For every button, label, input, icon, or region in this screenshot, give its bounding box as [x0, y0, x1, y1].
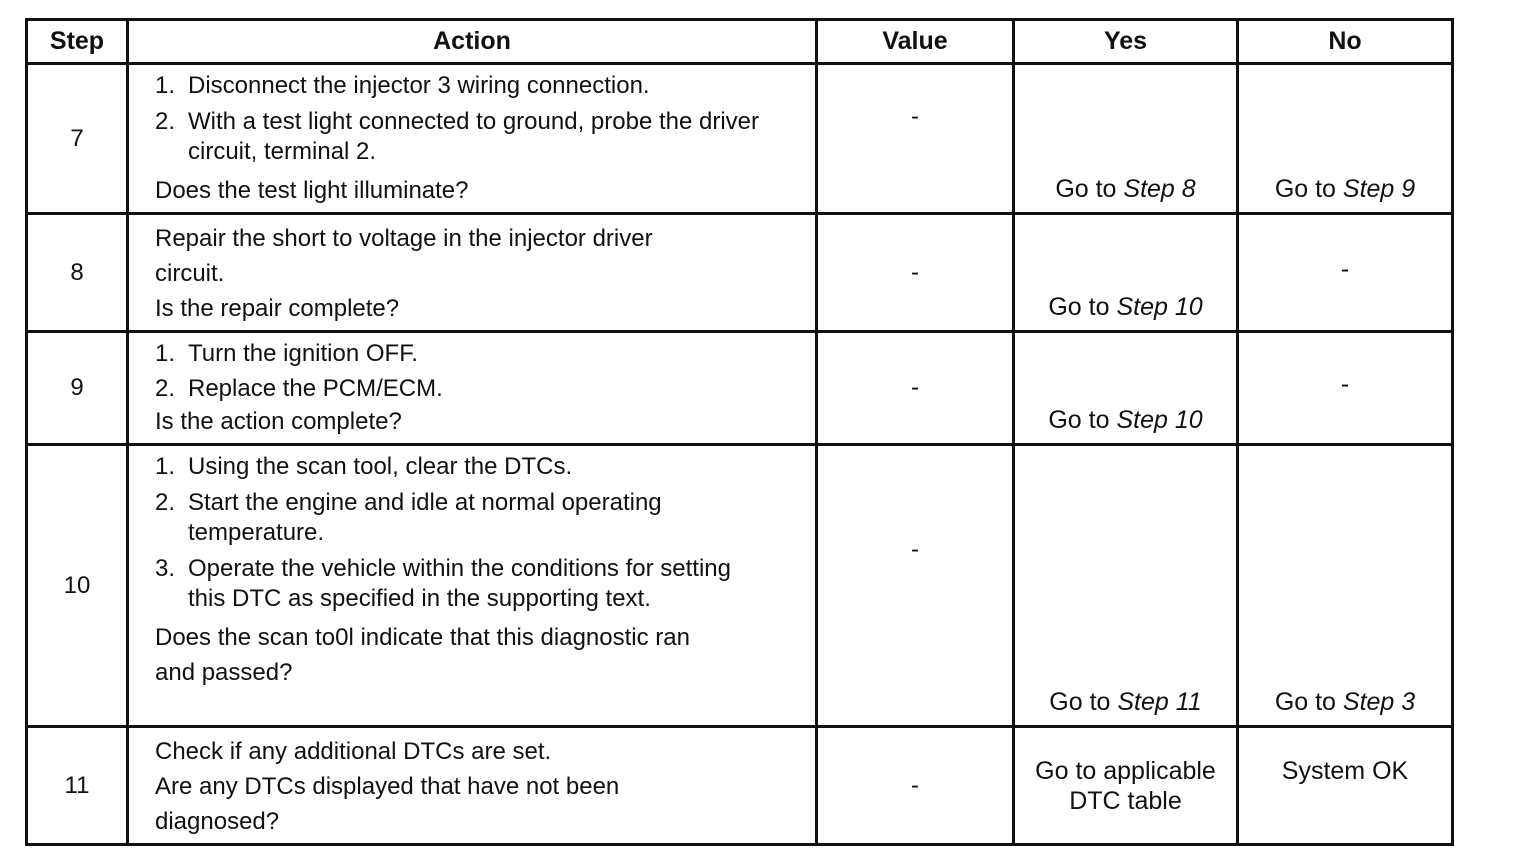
header-yes: Yes — [1012, 18, 1239, 65]
yes-prefix: Go to — [1049, 688, 1118, 716]
no-cell: - — [1236, 212, 1454, 333]
item-text: Disconnect the injector 3 wiring connect… — [188, 72, 650, 99]
list-item: 1. Using the scan tool, clear the DTCs. — [155, 452, 807, 482]
yes-step-link[interactable]: Step 10 — [1116, 406, 1203, 434]
item-number: 3. — [155, 555, 176, 582]
header-action: Action — [126, 18, 818, 65]
value-cell: - — [815, 330, 1015, 446]
action-list: 1. Disconnect the injector 3 wiring conne… — [155, 71, 807, 167]
value-cell: - — [815, 725, 1015, 846]
table-row-step-7: 7 1. Disconnect the injector 3 wiring con… — [25, 62, 1454, 215]
question-line: and passed? — [155, 659, 293, 686]
no-cell: - — [1236, 330, 1454, 446]
action-line: circuit. — [155, 260, 225, 287]
item-text: Using the scan tool, clear the DTCs. — [188, 453, 573, 480]
question-text: Is the action complete? — [155, 408, 402, 435]
question-text: Is the repair complete? — [155, 295, 400, 322]
item-text: Operate the vehicle within the condition… — [188, 555, 731, 612]
yes-step-link[interactable]: Step 11 — [1117, 688, 1202, 716]
action-cell: Repair the short to voltage in the injec… — [126, 212, 818, 333]
value-dash: - — [911, 103, 919, 130]
item-number: 2. — [155, 375, 176, 402]
step-number: 10 — [25, 443, 129, 728]
list-item: 2. Start the engine and idle at normal op… — [155, 488, 807, 548]
action-list: 1. Turn the ignition OFF. 2. Replace the P… — [155, 339, 807, 404]
value-dash: - — [911, 258, 919, 286]
value-dash: - — [911, 771, 919, 799]
no-step-link[interactable]: Step 9 — [1342, 175, 1416, 203]
yes-prefix: Go to — [1048, 293, 1117, 321]
table-row-step-9: 9 1. Turn the ignition OFF. 2. Replace the… — [25, 330, 1454, 446]
question-line: Does the scan to0l indicate that this di… — [155, 624, 690, 651]
no-step-link[interactable]: Step 3 — [1342, 688, 1416, 716]
step-number: 8 — [25, 212, 129, 333]
diagnostic-table: Step Action Value Yes No 7 1. Disconnect … — [25, 18, 1454, 846]
value-cell: - — [815, 443, 1015, 728]
table-row-step-11: 11 Check if any additional DTCs are set.… — [25, 725, 1454, 846]
yes-prefix: Go to — [1048, 406, 1117, 434]
yes-line[interactable]: Go to applicable — [1035, 756, 1216, 785]
yes-cell: Go to applicable DTC table — [1012, 725, 1239, 846]
item-number: 1. — [155, 453, 176, 480]
item-text: Start the engine and idle at normal oper… — [188, 489, 662, 546]
value-cell: - — [815, 62, 1015, 215]
value-dash: - — [911, 535, 919, 563]
item-text: Turn the ignition OFF. — [188, 340, 418, 367]
action-cell: 1. Turn the ignition OFF. 2. Replace the P… — [126, 330, 818, 446]
question-text: Does the test light illuminate? — [155, 177, 469, 204]
step-number: 11 — [25, 725, 129, 846]
table-row-step-10: 10 1. Using the scan tool, clear the DTCs… — [25, 443, 1454, 728]
value-dash: - — [911, 374, 919, 401]
no-prefix: Go to — [1274, 175, 1343, 203]
item-number: 2. — [155, 489, 176, 516]
item-number: 1. — [155, 72, 176, 99]
yes-cell: Go to Step 10 — [1012, 330, 1239, 446]
value-cell: - — [815, 212, 1015, 333]
item-number: 2. — [155, 108, 176, 135]
header-step: Step — [25, 18, 129, 65]
yes-cell: Go to Step 10 — [1012, 212, 1239, 333]
yes-cell: Go to Step 8 — [1012, 62, 1239, 215]
yes-step-link[interactable]: Step 10 — [1116, 293, 1203, 321]
list-item: 2. With a test light connected to ground,… — [155, 107, 807, 167]
header-value: Value — [815, 18, 1015, 65]
step-number: 7 — [25, 62, 129, 215]
no-cell: Go to Step 9 — [1236, 62, 1454, 215]
item-text: With a test light connected to ground, p… — [188, 108, 759, 165]
question-line: diagnosed? — [155, 808, 280, 835]
action-cell: Check if any additional DTCs are set. Ar… — [126, 725, 818, 846]
yes-prefix: Go to — [1055, 175, 1124, 203]
list-item: 3. Operate the vehicle within the conditi… — [155, 554, 807, 614]
list-item: 1. Disconnect the injector 3 wiring conne… — [155, 71, 807, 101]
step-number: 9 — [25, 330, 129, 446]
table-row-step-8: 8 Repair the short to voltage in the inj… — [25, 212, 1454, 333]
item-text: Replace the PCM/ECM. — [188, 375, 443, 402]
question-line: Are any DTCs displayed that have not bee… — [155, 773, 620, 800]
no-cell: System OK — [1236, 725, 1454, 846]
item-number: 1. — [155, 340, 176, 367]
header-no: No — [1236, 18, 1454, 65]
header-row: Step Action Value Yes No — [25, 18, 1454, 65]
action-list: 1. Using the scan tool, clear the DTCs. 2… — [155, 452, 807, 614]
yes-cell: Go to Step 11 — [1012, 443, 1239, 728]
list-item: 2. Replace the PCM/ECM. — [155, 374, 807, 404]
list-item: 1. Turn the ignition OFF. — [155, 339, 807, 369]
action-cell: 1. Using the scan tool, clear the DTCs. 2… — [126, 443, 818, 728]
no-cell: Go to Step 3 — [1236, 443, 1454, 728]
action-line: Repair the short to voltage in the injec… — [155, 225, 653, 252]
action-cell: 1. Disconnect the injector 3 wiring conne… — [126, 62, 818, 215]
yes-step-link[interactable]: Step 8 — [1123, 175, 1196, 203]
yes-line[interactable]: DTC table — [1069, 786, 1182, 815]
action-line: Check if any additional DTCs are set. — [155, 738, 552, 765]
no-prefix: Go to — [1274, 688, 1343, 716]
